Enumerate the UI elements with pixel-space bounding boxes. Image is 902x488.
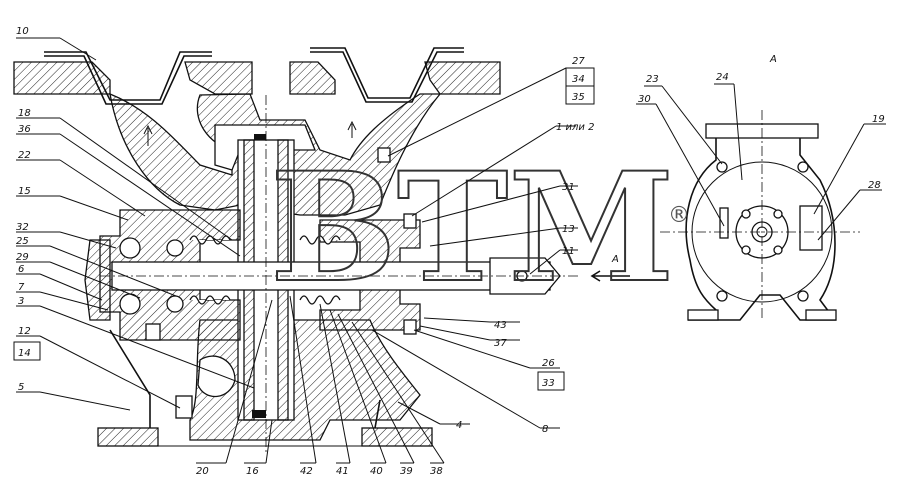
discharge-cover-inner	[310, 51, 464, 103]
outlet-flange	[424, 61, 501, 95]
label-27: 27	[572, 56, 585, 67]
label-31: 31	[562, 182, 575, 193]
label-15: 15	[18, 186, 31, 197]
label-41: 41	[336, 466, 349, 477]
label-7: 7	[18, 282, 25, 293]
label-43: 43	[494, 320, 507, 331]
label-29: 29	[16, 252, 29, 263]
label-18: 18	[18, 108, 31, 119]
drain-boss	[197, 355, 236, 398]
discharge-flange-left	[184, 61, 253, 95]
watermark-registered-mark: ®	[668, 203, 690, 228]
label-3: 3	[18, 296, 24, 307]
label-35: 35	[572, 92, 585, 103]
label-13: 13	[562, 224, 575, 235]
label-14: 14	[18, 348, 31, 359]
suction-cover	[44, 51, 212, 101]
label-24: 24	[716, 72, 729, 83]
base-foot-left	[97, 427, 159, 447]
label-40: 40	[370, 466, 383, 477]
mechanical-seal-spring-bottom	[299, 295, 341, 305]
suction-flange	[13, 61, 111, 95]
label-38: 38	[430, 466, 443, 477]
view-label-a: A	[769, 54, 777, 65]
label-1-or-2: 1 или 2	[556, 122, 594, 133]
watermark: BTM	[270, 140, 674, 316]
label-28: 28	[868, 180, 881, 191]
label-5: 5	[18, 382, 24, 393]
label-8: 8	[542, 424, 548, 435]
label-25: 25	[16, 236, 29, 247]
mechanical-seal-spring-top	[299, 235, 341, 245]
side-view-a	[660, 110, 860, 321]
view-arrow	[590, 270, 630, 282]
label-4: 4	[456, 420, 462, 431]
label-32: 32	[16, 222, 29, 233]
label-6: 6	[18, 264, 24, 275]
label-11: 11	[562, 246, 575, 257]
label-26: 26	[542, 358, 555, 369]
arrow-label-a: A	[611, 254, 619, 265]
label-16: 16	[246, 466, 259, 477]
label-19: 19	[872, 114, 885, 125]
main-section-view	[13, 47, 630, 455]
suction-cover-inner	[44, 55, 212, 105]
nameplate	[799, 205, 823, 251]
label-10: 10	[16, 26, 29, 37]
label-34: 34	[572, 74, 585, 85]
label-37: 37	[494, 338, 507, 349]
discharge-flange-top	[289, 61, 336, 95]
labels: 10 18 36 22 15 32 25 29 6 7 3 12 14 5 20…	[16, 26, 885, 477]
discharge-cover	[310, 47, 464, 99]
end-cap	[84, 239, 111, 321]
bearing-front-top	[119, 237, 141, 259]
label-23: 23	[646, 74, 659, 85]
support-leg	[109, 329, 151, 428]
label-12: 12	[18, 326, 31, 337]
label-22: 22	[18, 150, 31, 161]
label-36: 36	[18, 124, 31, 135]
impeller-key	[252, 410, 266, 418]
label-20: 20	[196, 466, 209, 477]
leader-lines	[13, 37, 886, 464]
label-33: 33	[542, 378, 555, 389]
label-30: 30	[638, 94, 651, 105]
label-39: 39	[400, 466, 413, 477]
label-42: 42	[300, 466, 313, 477]
